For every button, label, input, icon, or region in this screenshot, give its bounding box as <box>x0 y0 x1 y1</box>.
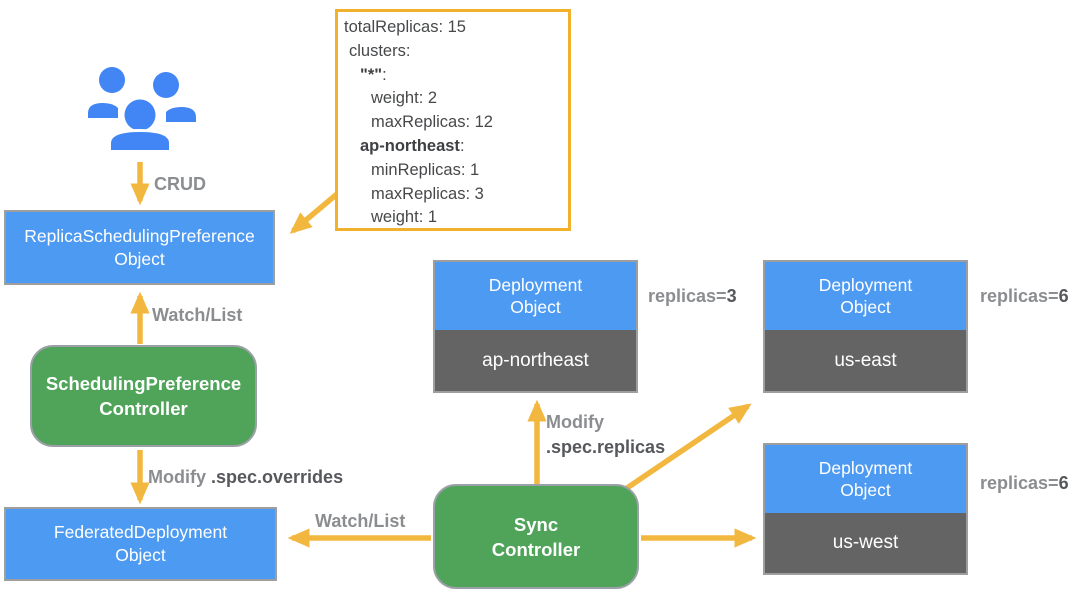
spec-callout-box: totalReplicas: 15 clusters: "*": weight:… <box>335 9 571 231</box>
crud-label: CRUD <box>154 174 206 194</box>
cluster-name: us-east <box>834 349 897 371</box>
deployment-object-label: Deployment Object <box>765 262 966 330</box>
node-label: ReplicaSchedulingPreference <box>24 225 255 246</box>
replicas-count-label: replicas=3 <box>648 286 737 306</box>
spec-replicas-path: .spec.replicas <box>546 437 666 457</box>
cluster-name-label: ap-northeast <box>435 330 636 391</box>
replicas-value: 3 <box>726 286 737 306</box>
spec-line: minReplicas: 1 <box>371 160 480 179</box>
node-label: Sync <box>513 513 559 535</box>
node-label: Object <box>510 297 561 317</box>
deployment-object-label: Deployment Object <box>765 445 966 513</box>
modify-prefix: Modify <box>148 467 211 487</box>
replicas-value: 6 <box>1058 286 1069 306</box>
scheduling-preference-controller-node: SchedulingPreference Controller <box>30 345 257 447</box>
node-label: SchedulingPreference <box>45 373 242 394</box>
spec-line: clusters: <box>349 41 411 60</box>
modify-spec-replicas-label: Modify .spec.replicas <box>546 410 665 460</box>
replicas-value: 6 <box>1058 473 1069 493</box>
watch-list-label: Watch/List <box>315 511 406 531</box>
modify-prefix: Modify <box>546 412 604 432</box>
spec-line: ap-northeast: <box>360 136 465 155</box>
node-label: Object <box>840 297 891 317</box>
replicas-count-label: replicas=6 <box>980 473 1069 493</box>
node-label: Deployment <box>818 458 913 478</box>
spec-line: maxReplicas: 3 <box>371 184 484 203</box>
replica-scheduling-preference-object-node: ReplicaSchedulingPreference Object <box>4 210 275 285</box>
federated-deployment-object-node: FederatedDeployment Object <box>4 507 277 581</box>
spec-overrides-path: .spec.overrides <box>211 467 344 487</box>
replicas-count-label: replicas=6 <box>980 286 1069 306</box>
deployment-object-label: Deployment Object <box>435 262 636 330</box>
node-label: Object <box>115 545 166 565</box>
spec-line: weight: 2 <box>371 89 438 108</box>
replicas-prefix: replicas= <box>980 473 1059 493</box>
node-label: Object <box>840 480 891 500</box>
node-label: FederatedDeployment <box>53 522 228 542</box>
spec-line: weight: 1 <box>371 208 438 227</box>
node-label: Controller <box>491 538 581 560</box>
spec-callout-arrow <box>289 191 339 234</box>
users-group-icon <box>88 67 196 150</box>
node-label: Controller <box>99 398 188 419</box>
cluster-name-label: us-west <box>765 513 966 573</box>
node-label: Deployment <box>818 275 913 295</box>
replicas-prefix: replicas= <box>980 286 1059 306</box>
replicas-prefix: replicas= <box>648 286 727 306</box>
deployment-node-us-east: Deployment Object us-east <box>763 260 968 393</box>
modify-spec-overrides-label: Modify .spec.overrides <box>148 465 343 490</box>
node-label: Deployment <box>488 275 583 295</box>
spec-line: totalReplicas: 15 <box>344 18 466 36</box>
watch-list-label: Watch/List <box>152 305 243 325</box>
cluster-name-label: us-east <box>765 330 966 391</box>
deployment-node-ap-northeast: Deployment Object ap-northeast <box>433 260 638 393</box>
cluster-name: ap-northeast <box>482 349 589 371</box>
deployment-node-us-west: Deployment Object us-west <box>763 443 968 575</box>
node-label: Object <box>114 248 165 269</box>
spec-line: "*": <box>360 65 387 84</box>
spec-line: maxReplicas: 12 <box>371 113 493 132</box>
sync-controller-node: Sync Controller <box>433 484 639 589</box>
cluster-name: us-west <box>832 532 899 553</box>
